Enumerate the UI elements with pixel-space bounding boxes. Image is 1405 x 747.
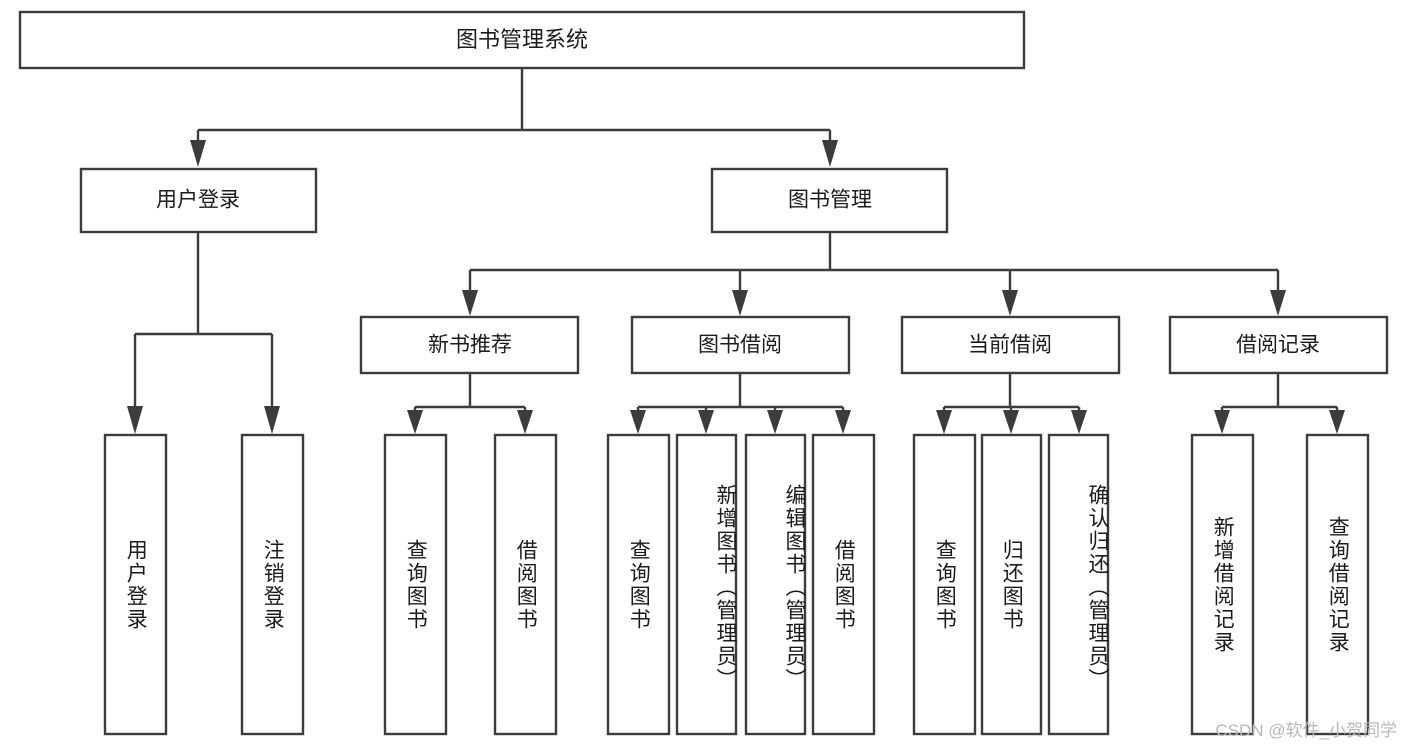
arrow-leaf-borrow-3 bbox=[835, 410, 851, 434]
node-new-books[interactable]: 新书推荐 bbox=[359, 315, 580, 375]
leaf-box-borrow-3[interactable] bbox=[811, 433, 876, 736]
arrow-leaf-borrow-1 bbox=[698, 410, 714, 434]
node-current-box[interactable] bbox=[900, 315, 1121, 375]
node-root[interactable]: 图书管理系统 bbox=[18, 10, 1026, 70]
leaf-box-new-books-1[interactable] bbox=[493, 433, 558, 736]
arrow-leaf-records-0 bbox=[1214, 410, 1230, 434]
arrow-to-current bbox=[1002, 290, 1018, 316]
watermark-text: CSDN @软件_小贺同学 bbox=[1215, 721, 1397, 740]
leaf-box-borrow-0[interactable] bbox=[606, 433, 671, 736]
leaf-box-borrow-2[interactable] bbox=[744, 433, 807, 736]
leaf-box-user-login-0[interactable] bbox=[103, 433, 168, 736]
leaf-box-current-0[interactable] bbox=[912, 433, 977, 736]
node-new-books-box[interactable] bbox=[359, 315, 580, 375]
arrow-leaf-user-login-1 bbox=[264, 406, 280, 434]
arrow-leaf-borrow-2 bbox=[767, 410, 783, 434]
arrow-leaf-current-0 bbox=[936, 410, 952, 434]
arrow-to-borrow bbox=[732, 290, 748, 316]
arrow-leaf-records-1 bbox=[1329, 410, 1345, 434]
node-new-books-label: 新书推荐 bbox=[428, 334, 512, 357]
leaf-box-borrow-1[interactable] bbox=[675, 433, 738, 736]
node-records[interactable]: 借阅记录 bbox=[1168, 315, 1389, 375]
arrow-to-user-login bbox=[190, 140, 206, 167]
arrow-leaf-current-2 bbox=[1071, 410, 1087, 434]
arrow-leaf-user-login-0 bbox=[127, 406, 143, 434]
node-current[interactable]: 当前借阅 bbox=[900, 315, 1121, 375]
arrow-leaf-current-1 bbox=[1003, 410, 1019, 434]
node-book-mgmt[interactable]: 图书管理 bbox=[710, 167, 949, 234]
node-current-label: 当前借阅 bbox=[968, 334, 1052, 357]
arrow-to-book-mgmt bbox=[822, 140, 838, 167]
leaf-box-records-1[interactable] bbox=[1305, 433, 1370, 736]
leaf-box-new-books-0[interactable] bbox=[383, 433, 448, 736]
leaf-box-records-0[interactable] bbox=[1190, 433, 1255, 736]
arrow-leaf-new-books-0 bbox=[407, 410, 423, 434]
node-borrow[interactable]: 图书借阅 bbox=[630, 315, 851, 375]
arrow-to-new-books bbox=[462, 290, 478, 316]
arrow-leaf-borrow-0 bbox=[630, 410, 646, 434]
node-user-login-label: 用户登录 bbox=[156, 189, 240, 212]
node-book-mgmt-box[interactable] bbox=[710, 167, 949, 234]
node-borrow-box[interactable] bbox=[630, 315, 851, 375]
node-records-label: 借阅记录 bbox=[1236, 334, 1320, 357]
leaf-box-user-login-1[interactable] bbox=[240, 433, 305, 736]
node-borrow-label: 图书借阅 bbox=[698, 334, 782, 357]
node-book-mgmt-label: 图书管理 bbox=[788, 189, 872, 212]
node-records-box[interactable] bbox=[1168, 315, 1389, 375]
node-user-login[interactable]: 用户登录 bbox=[79, 167, 318, 234]
leaf-box-current-1[interactable] bbox=[980, 433, 1043, 736]
arrow-leaf-new-books-1 bbox=[517, 410, 533, 434]
arrow-to-records bbox=[1270, 290, 1286, 316]
node-root-label: 图书管理系统 bbox=[456, 27, 588, 52]
leaf-box-current-2[interactable] bbox=[1047, 433, 1110, 736]
node-root-box[interactable] bbox=[18, 10, 1026, 70]
